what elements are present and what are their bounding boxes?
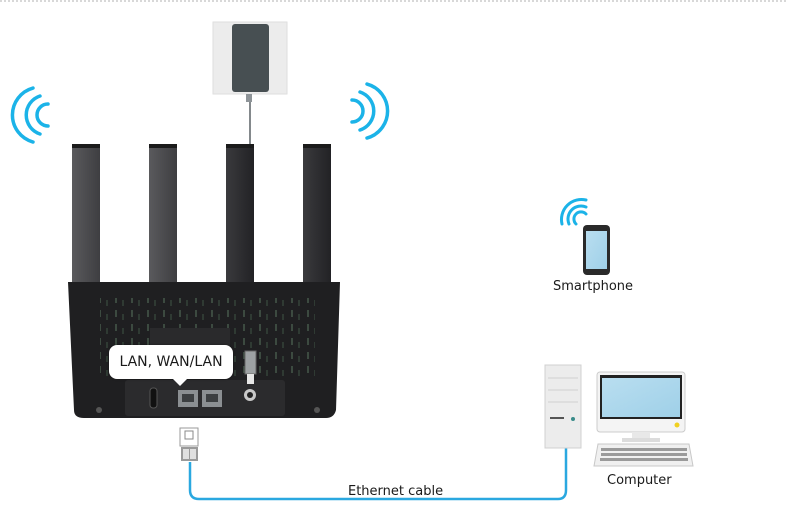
ethernet-connector-icon: [179, 427, 199, 461]
power-adapter-icon: [212, 21, 288, 102]
computer-label: Computer: [607, 473, 672, 488]
ports-callout: LAN, WAN/LAN: [109, 345, 233, 386]
smartphone-wifi-icon: [560, 198, 588, 226]
keyboard-icon: [593, 443, 694, 467]
router-wifi-left-icon: [10, 86, 50, 144]
smartphone-label: Smartphone: [553, 279, 634, 294]
ethernet-cable-label: Ethernet cable: [348, 484, 444, 499]
computer-tower-icon: [544, 364, 582, 449]
ethernet-cable: [188, 448, 568, 501]
computer-monitor-icon: [596, 371, 686, 442]
router-wifi-right-icon: [350, 82, 390, 140]
router-antennas: [72, 144, 331, 285]
top-divider: [0, 0, 786, 2]
smartphone-icon: [583, 225, 610, 275]
